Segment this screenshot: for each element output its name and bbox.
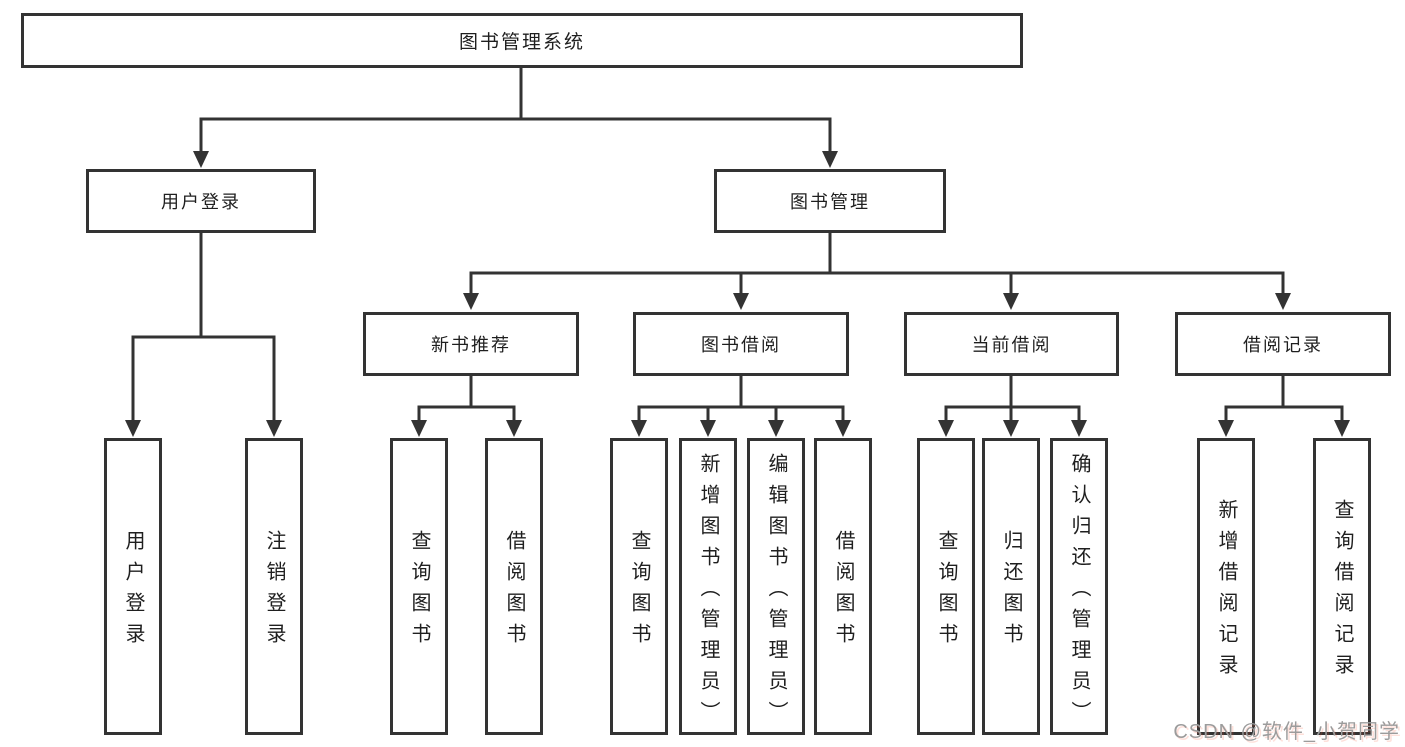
node-user-login: 用户登录	[86, 169, 316, 233]
leaf-bb-add-book-admin: 新增图书（管理员）	[679, 438, 737, 735]
leaf-br-add-record: 新增借阅记录	[1197, 438, 1255, 735]
csdn-watermark: CSDN @软件_小贺同学	[1173, 721, 1400, 743]
leaf-logout: 注销登录	[245, 438, 303, 735]
leaf-bb-query-book: 查询图书	[610, 438, 668, 735]
arrowheads	[125, 151, 1350, 437]
leaf-cb-confirm-return-admin: 确认归还（管理员）	[1050, 438, 1108, 735]
leaf-nbr-borrow-book: 借阅图书	[485, 438, 543, 735]
leaf-nbr-query-book: 查询图书	[390, 438, 448, 735]
node-new-book-recommend: 新书推荐	[363, 312, 579, 376]
leaf-bb-borrow-book: 借阅图书	[814, 438, 872, 735]
node-root: 图书管理系统	[21, 13, 1023, 68]
leaf-br-query-record: 查询借阅记录	[1313, 438, 1371, 735]
leaf-bb-edit-book-admin: 编辑图书（管理员）	[747, 438, 805, 735]
leaf-cb-return-book: 归还图书	[982, 438, 1040, 735]
node-borrow-records: 借阅记录	[1175, 312, 1391, 376]
node-book-borrow: 图书借阅	[633, 312, 849, 376]
leaf-user-login: 用户登录	[104, 438, 162, 735]
node-current-borrow: 当前借阅	[904, 312, 1119, 376]
node-book-management: 图书管理	[714, 169, 946, 233]
leaf-cb-query-book: 查询图书	[917, 438, 975, 735]
